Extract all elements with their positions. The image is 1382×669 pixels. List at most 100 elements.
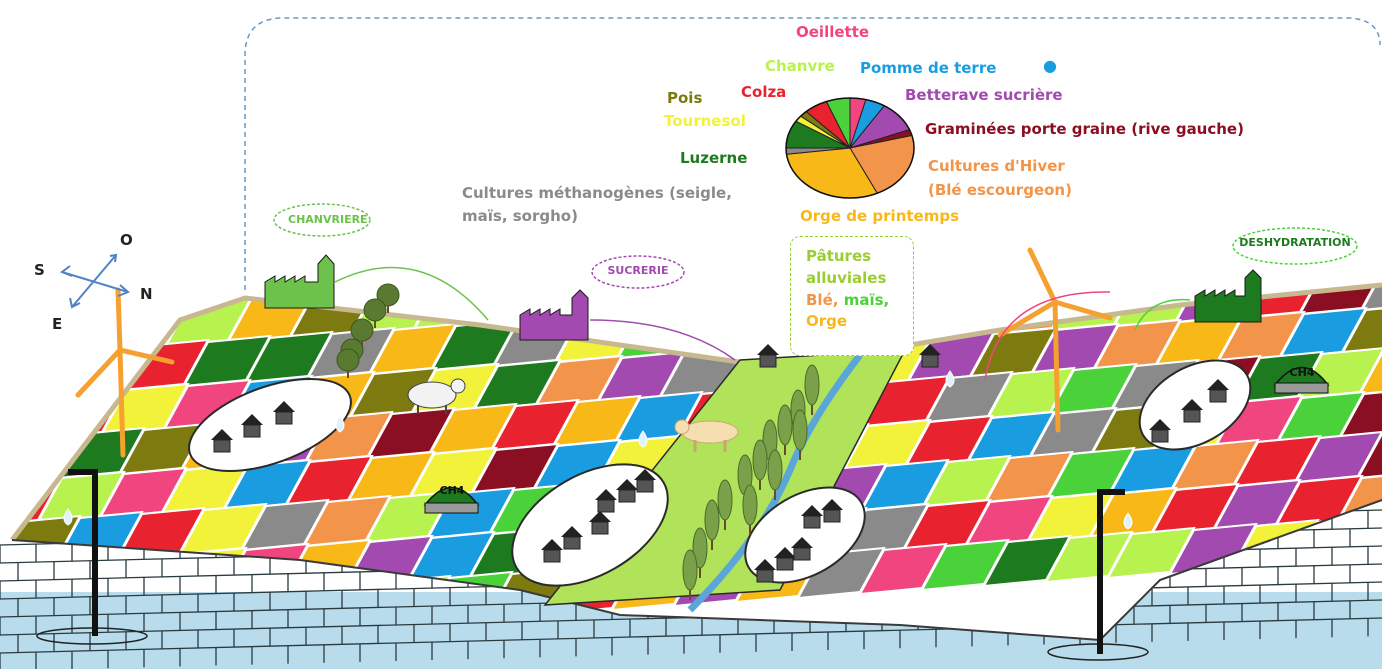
water-drop-icon xyxy=(1123,512,1133,530)
house-roof xyxy=(801,505,823,516)
tree-crown xyxy=(336,348,360,372)
patures-text: Pâtures alluviales Blé, maïs, Orge xyxy=(806,246,889,333)
field-parcel xyxy=(12,390,66,444)
compass-icon xyxy=(59,253,130,309)
field-parcel xyxy=(982,534,1072,588)
wind-turbine-left xyxy=(75,287,175,458)
plateau-edge-front xyxy=(11,499,1382,642)
label-ch4-right: CH4 xyxy=(1289,366,1315,379)
field-parcel xyxy=(496,232,582,282)
field-parcel xyxy=(0,396,2,446)
field-parcel xyxy=(1340,302,1382,356)
field-parcel xyxy=(1178,188,1264,238)
label-deshydratation: DESHYDRATATION xyxy=(1239,236,1351,249)
legend-graminees: Graminées porte graine (rive gauche) xyxy=(925,120,1244,138)
tree-crown xyxy=(777,404,793,446)
methanizer-left xyxy=(423,486,480,514)
poplar-trees xyxy=(682,364,820,600)
house-roof xyxy=(919,344,941,355)
label-chanvriere: CHANVRIERE xyxy=(288,213,368,226)
patures-mais: maïs xyxy=(843,290,884,309)
tree-crown xyxy=(804,364,820,406)
factory-deshydratation xyxy=(1194,269,1262,323)
house-roof xyxy=(589,511,611,522)
house-roof xyxy=(211,429,233,440)
house-wall xyxy=(213,439,231,453)
house-roof xyxy=(634,469,656,480)
field-parcel xyxy=(432,285,522,288)
house-roof xyxy=(821,499,843,510)
water-drop-icon xyxy=(638,430,648,448)
patures-orge: Orge xyxy=(806,312,848,331)
field-parcel xyxy=(992,200,1078,250)
field-parcel xyxy=(12,350,24,404)
house-wall xyxy=(543,549,561,563)
house-roof xyxy=(1149,419,1171,430)
tree-crown xyxy=(363,298,387,322)
legend-methanogenes: Cultures méthanogènes (seigle, xyxy=(462,184,732,202)
legend-oeillette: Oeillette xyxy=(796,23,870,41)
field-parcel xyxy=(1116,192,1202,242)
field-parcel xyxy=(1094,285,1184,288)
house-wall xyxy=(759,354,777,368)
tree-crown xyxy=(376,283,400,307)
field-parcel xyxy=(122,285,212,308)
field-parcel xyxy=(0,312,4,362)
tree-crown xyxy=(767,449,783,491)
field-parcel xyxy=(1364,176,1382,226)
bubble-deshydratation xyxy=(1232,227,1358,265)
legend-pois: Pois xyxy=(667,89,703,107)
link-arc xyxy=(589,319,736,361)
house-wall xyxy=(823,509,841,523)
compass-o: O xyxy=(120,231,133,249)
house-wall xyxy=(921,354,939,368)
house-wall xyxy=(591,521,609,535)
house-wall xyxy=(597,499,615,513)
house-wall xyxy=(636,479,654,493)
link-arc xyxy=(984,291,1111,381)
compass-e: E xyxy=(52,315,63,333)
field-parcel xyxy=(858,542,948,596)
legend-chanvre: Chanvre xyxy=(765,57,835,75)
house-roof xyxy=(241,414,263,425)
legend-betterave: Betterave sucrière xyxy=(905,86,1063,104)
cow-icon xyxy=(674,419,739,452)
sheep-icon xyxy=(407,378,466,414)
legend-colza: Colza xyxy=(741,83,787,101)
house-wall xyxy=(1183,409,1201,423)
pie-outline xyxy=(785,97,915,199)
field-parcel xyxy=(12,346,86,400)
house-roof xyxy=(541,539,563,550)
bubble-sucrerie xyxy=(591,255,685,289)
house-wall xyxy=(563,536,581,550)
patures-line3: Blé, maïs, xyxy=(806,290,889,312)
house-wall xyxy=(1209,389,1227,403)
house-roof xyxy=(561,526,583,537)
compass-s: S xyxy=(34,261,45,279)
link-arc xyxy=(1134,298,1191,331)
water-drop-icon: ● xyxy=(1043,56,1057,75)
river xyxy=(687,352,863,613)
water-drop-icon xyxy=(335,415,345,433)
tree-crown xyxy=(742,484,758,526)
house-roof xyxy=(757,344,779,355)
legend-methanogenes-detail: maïs, sorgho) xyxy=(462,207,578,225)
house-roof xyxy=(273,401,295,412)
house-wall xyxy=(1151,429,1169,443)
legend-cultures-hiver: Cultures d'Hiver xyxy=(928,157,1065,175)
legend-luzerne: Luzerne xyxy=(680,149,748,167)
patures-ble: Blé, xyxy=(806,290,839,309)
well-left xyxy=(36,469,148,645)
tree-crown xyxy=(682,549,698,591)
field-parcel xyxy=(184,285,274,304)
house-roof xyxy=(1207,379,1229,390)
wind-turbine-right xyxy=(997,247,1113,433)
house-roof xyxy=(754,559,776,570)
field-parcel xyxy=(1054,196,1140,246)
house-wall xyxy=(803,515,821,529)
house-roof xyxy=(791,537,813,548)
field-parcel xyxy=(908,285,998,300)
compass-n: N xyxy=(140,285,153,303)
field-parcel xyxy=(682,220,768,270)
house-wall xyxy=(756,569,774,583)
